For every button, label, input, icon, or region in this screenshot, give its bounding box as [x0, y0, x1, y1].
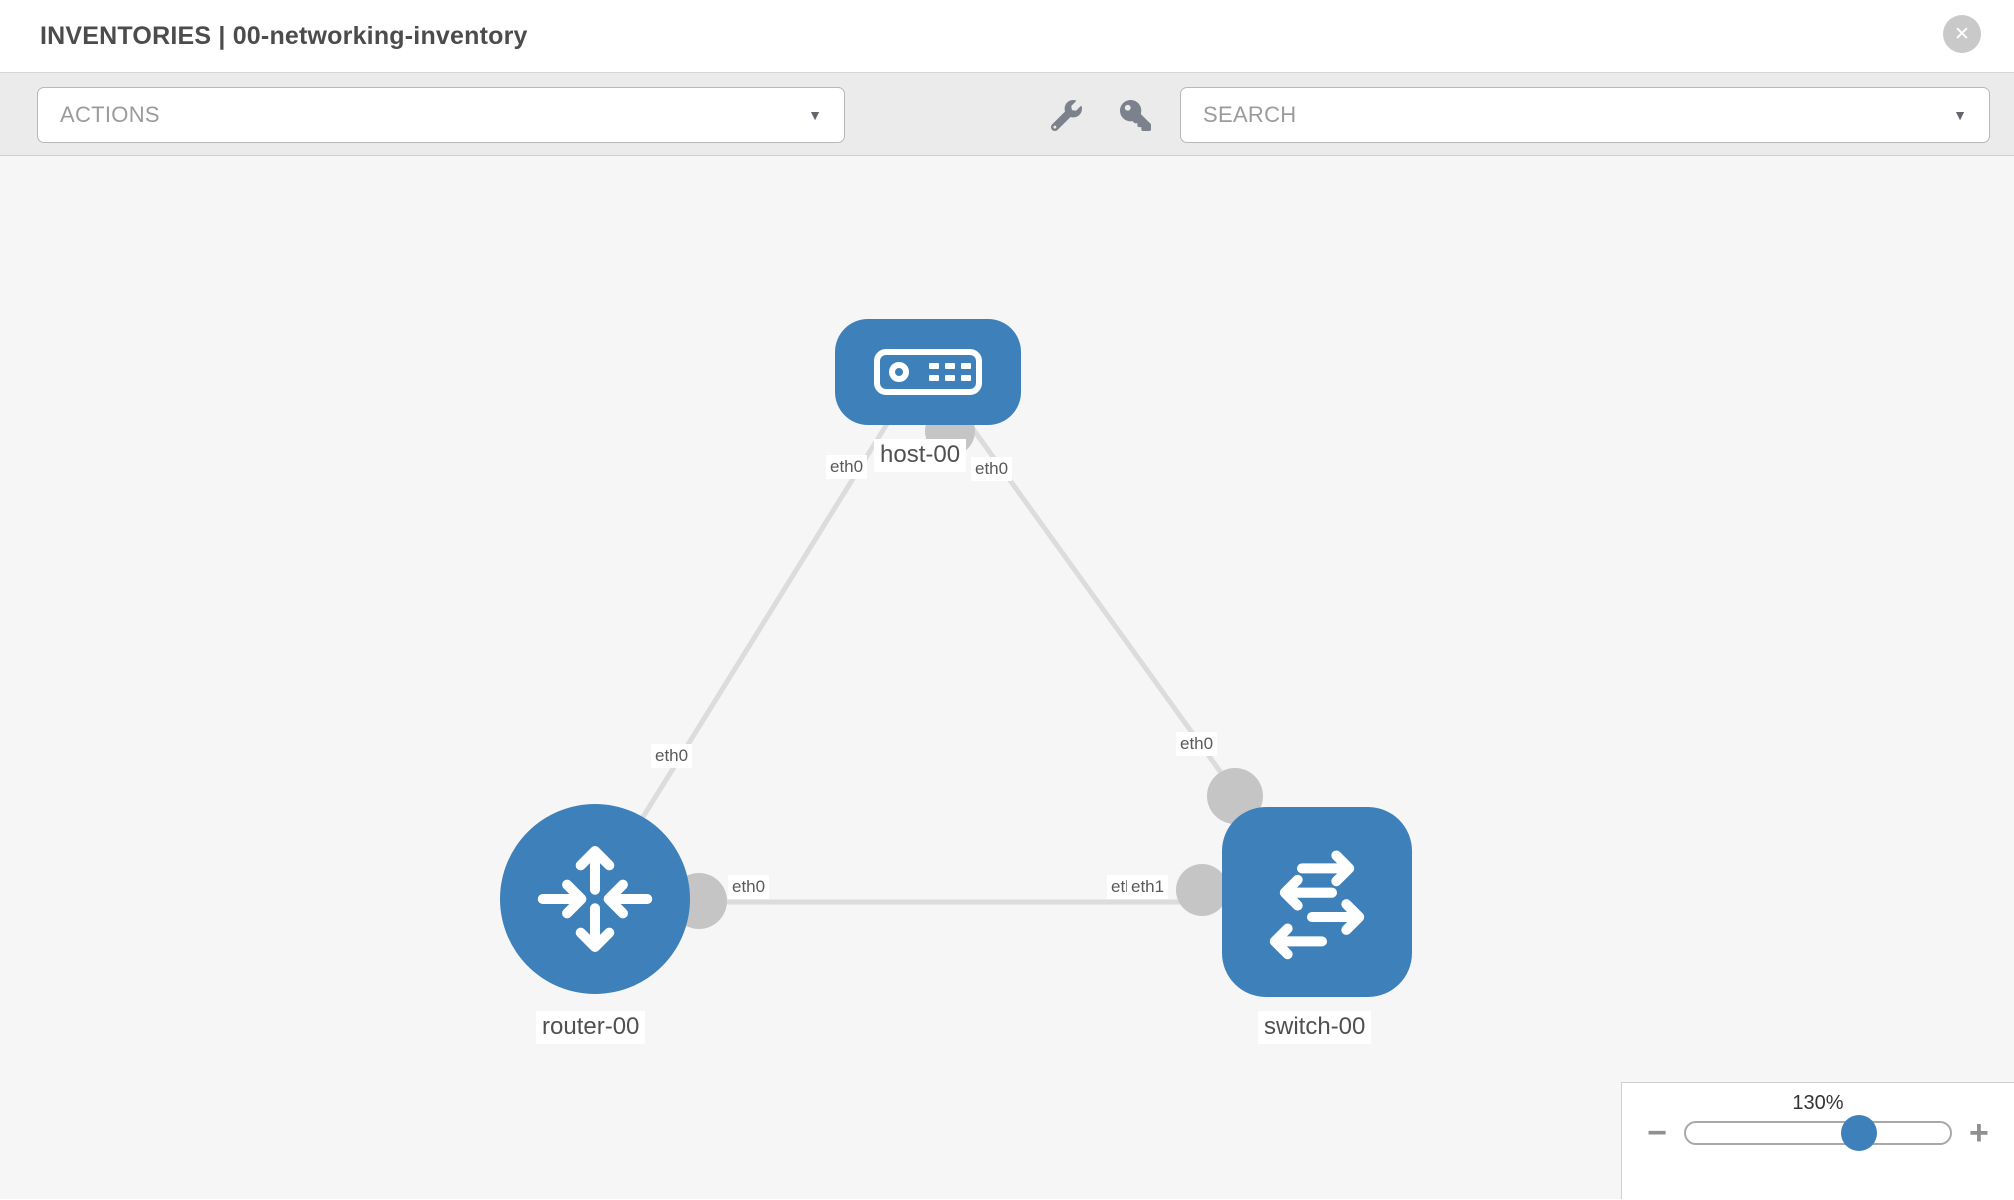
chevron-down-icon: ▼ [808, 107, 822, 123]
node-label-switch: switch-00 [1258, 1011, 1372, 1044]
search-dropdown-label: SEARCH [1203, 102, 1297, 127]
node-label-host: host-00 [874, 439, 967, 472]
node-host-00[interactable] [835, 319, 1021, 425]
switch-icon [1269, 850, 1365, 960]
close-button[interactable]: ✕ [1943, 15, 1981, 53]
zoom-slider-thumb[interactable] [1841, 1115, 1877, 1151]
close-icon: ✕ [1954, 23, 1970, 45]
chevron-down-icon: ▼ [1953, 107, 1967, 123]
iface-label-host-eth0: eth0 [826, 455, 868, 480]
host-server-icon [874, 349, 982, 395]
zoom-panel: 130% − + [1621, 1082, 2014, 1199]
node-label-router: router-00 [536, 1011, 646, 1044]
search-dropdown[interactable]: SEARCH ▼ [1180, 87, 1990, 143]
iface-label-host-eth0: eth0 [971, 457, 1013, 482]
iface-label-switch-eth0: eth0 [1176, 732, 1218, 757]
toolbar: ACTIONS ▼ SEARCH ▼ [0, 72, 2014, 156]
page-title: INVENTORIES | 00-networking-inventory [40, 21, 528, 50]
header: INVENTORIES | 00-networking-inventory ✕ [0, 0, 2014, 72]
wrench-icon[interactable] [1050, 100, 1082, 132]
link-host-router [622, 409, 898, 848]
node-router-00[interactable] [500, 804, 690, 994]
minus-icon: − [1647, 1114, 1667, 1152]
iface-label-router-eth0: eth0 [728, 875, 770, 900]
actions-dropdown-label: ACTIONS [60, 102, 160, 127]
zoom-level-value: 130% [1792, 1092, 1844, 1114]
actions-dropdown[interactable]: ACTIONS ▼ [37, 87, 845, 143]
iface-label-switch-eth1: eth1 [1127, 875, 1169, 900]
zoom-slider[interactable] [1684, 1115, 1952, 1151]
plus-icon: + [1969, 1114, 1989, 1152]
router-icon [537, 846, 653, 952]
connector-switch-left [1176, 864, 1228, 916]
topology-canvas[interactable]: host-00 router-00 switch-00 eth0 eth0 et… [0, 156, 2014, 1199]
iface-label-router-eth0: eth0 [651, 744, 693, 769]
links-layer [595, 409, 1316, 905]
zoom-in-button[interactable]: + [1969, 1116, 1989, 1150]
zoom-out-button[interactable]: − [1647, 1116, 1667, 1150]
key-icon[interactable] [1120, 100, 1151, 131]
node-switch-00[interactable] [1222, 807, 1412, 997]
